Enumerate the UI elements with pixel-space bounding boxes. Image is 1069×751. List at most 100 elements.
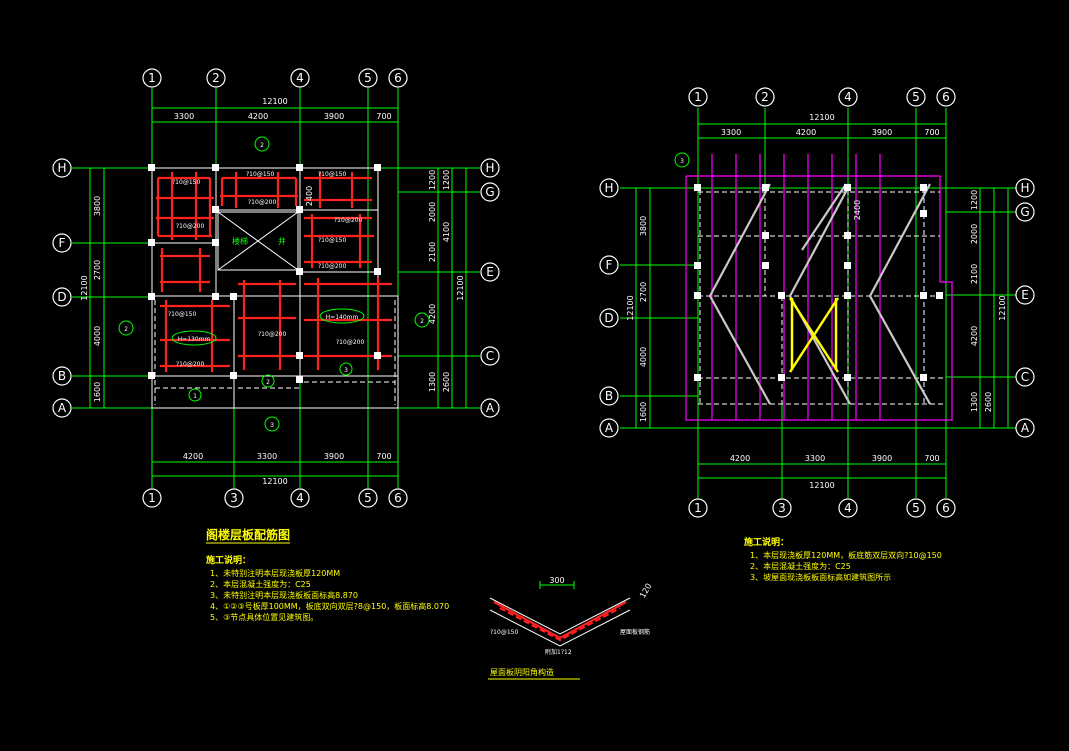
axis-bubble: 1 — [694, 90, 702, 104]
note-line: 2、本层混凝土强度为：C25 — [750, 561, 851, 571]
rebar-label: ?10@200 — [334, 217, 362, 224]
dim-total-right: 12100 — [998, 295, 1007, 320]
dim-right-outer: 2600 — [984, 392, 993, 412]
dim-bottom: 700 — [376, 452, 391, 461]
rebar-label: ?10@150 — [172, 179, 200, 186]
dim-top: 700 — [924, 128, 939, 137]
dim-2400: 2400 — [305, 186, 314, 206]
dim-top: 3300 — [721, 128, 741, 137]
dim-left: 2700 — [93, 260, 102, 280]
dim-right: 4200 — [970, 326, 979, 346]
detail-label-bottom: 附加1?12 — [545, 648, 572, 656]
dim-right-outer: 4100 — [442, 222, 451, 242]
dim-bottom: 3900 — [872, 454, 892, 463]
rebar-label: ?10@200 — [176, 223, 204, 230]
dim-top: 3900 — [872, 128, 892, 137]
zone-label: 3 — [344, 367, 348, 374]
dim-bottom: 3900 — [324, 452, 344, 461]
dim-right: 1300 — [428, 372, 437, 392]
slab-thickness-tags: H=130mm H=140mm — [171, 308, 365, 346]
dim-total-left: 12100 — [626, 295, 635, 320]
axis-bubble: 5 — [912, 90, 920, 104]
slab-tag: H=130mm — [178, 336, 211, 343]
dim-bottom: 3300 — [805, 454, 825, 463]
left-walls — [151, 167, 399, 409]
dim-top: 3300 — [174, 112, 194, 121]
dim-left: 2700 — [639, 282, 648, 302]
note-line: 1、未特别注明本层现浇板厚120MM — [210, 568, 340, 578]
axis-bubble: 2 — [212, 71, 220, 85]
left-columns — [148, 164, 381, 383]
axis-bubble: 4 — [844, 501, 852, 515]
axis-bubble: H — [604, 181, 613, 195]
section-mark: 3 — [270, 422, 274, 429]
axis-bubble: 1 — [694, 501, 702, 515]
axis-bubble: 6 — [394, 491, 402, 505]
notes-title: 施工说明： — [744, 536, 789, 548]
axis-bubble: 6 — [394, 71, 402, 85]
zone-label: 2 — [266, 379, 270, 386]
dim-top: 4200 — [248, 112, 268, 121]
rebar-label: ?10@150 — [168, 311, 196, 318]
dim-right: 2100 — [970, 264, 979, 284]
stair-label: 楼梯 — [232, 236, 248, 246]
axis-bubble: 3 — [230, 491, 238, 505]
notes-title: 施工说明： — [206, 554, 251, 566]
left-notes: 施工说明： 1、未特别注明本层现浇板厚120MM 2、本层混凝土强度为：C25 … — [206, 554, 449, 622]
left-dimension-texts: 12100 3300 4200 3900 700 4200 3300 3900 … — [80, 97, 465, 486]
axis-bubble: A — [1021, 421, 1030, 435]
dim-right: 2000 — [428, 202, 437, 222]
left-plan-title: 阁楼层板配筋图 — [206, 527, 290, 542]
dim-total-bottom: 12100 — [262, 477, 287, 486]
section-mark: 2 — [124, 326, 128, 333]
note-line: 3、坡屋面现浇板板面标高如建筑图所示 — [750, 572, 891, 582]
rebar-label: ?10@200 — [176, 361, 204, 368]
stair-label-2: 井 — [278, 236, 286, 246]
detail-rebar-label: ?10@150 — [490, 629, 518, 636]
detail-title: 屋面板阴阳角构造 — [490, 667, 554, 677]
left-grid-lines — [72, 88, 480, 488]
roof-ridges — [708, 183, 931, 405]
right-columns — [694, 184, 943, 381]
dim-total-top: 12100 — [809, 113, 834, 122]
rebar-label: ?10@150 — [246, 171, 274, 178]
slab-tag: H=140mm — [326, 314, 359, 321]
axis-bubble: 2 — [761, 90, 769, 104]
axis-bubble: 4 — [844, 90, 852, 104]
right-section-mark: 3 — [674, 152, 690, 168]
detail-label-right: 屋面板钢筋 — [620, 628, 650, 636]
axis-bubble: B — [605, 389, 613, 403]
axis-bubble: C — [1021, 370, 1029, 384]
section-marks: 2 2 2 3 — [118, 136, 430, 432]
dim-300: 300 — [549, 576, 564, 585]
note-line: 5、③节点具体位置见建筑图。 — [210, 612, 318, 622]
axis-bubble: E — [486, 265, 494, 279]
dim-total-right: 12100 — [456, 275, 465, 300]
dim-top: 4200 — [796, 128, 816, 137]
left-axis-bubbles: 1 2 4 5 6 1 3 4 5 6 H F D B A H G E C A — [52, 68, 500, 508]
dim-total-bottom: 12100 — [809, 481, 834, 490]
axis-bubble: 5 — [364, 71, 372, 85]
dim-right-outer: 1200 — [442, 170, 451, 190]
dim-left: 3800 — [93, 196, 102, 216]
axis-bubble: B — [58, 369, 66, 383]
dim-bottom: 4200 — [183, 452, 203, 461]
axis-bubble: C — [486, 349, 494, 363]
dim-left: 1600 — [639, 402, 648, 422]
axis-bubble: E — [1021, 288, 1029, 302]
note-line: 3、未特别注明本层现浇板板面标高8.870 — [210, 590, 358, 600]
axis-bubble: D — [57, 290, 66, 304]
dim-top: 3900 — [324, 112, 344, 121]
right-roof-plan: 3 1 2 4 5 6 1 3 4 5 6 H F D B A H G E C … — [599, 87, 1035, 582]
zone-markers: 1 2 3 — [188, 362, 353, 402]
rebar-label: ?10@150 — [318, 237, 346, 244]
axis-bubble: H — [57, 161, 66, 175]
left-floor-plan: 楼梯 井 — [52, 68, 500, 622]
dim-right: 1200 — [428, 170, 437, 190]
section-mark: 2 — [420, 318, 424, 325]
left-rebars — [156, 172, 392, 372]
note-line: 4、①②③号板厚100MM，板底双向双层?8@150，板面标高8.070 — [210, 601, 449, 611]
right-dimension-texts: 12100 3300 4200 3900 700 4200 3300 3900 … — [626, 113, 1007, 490]
axis-bubble: 1 — [148, 491, 156, 505]
